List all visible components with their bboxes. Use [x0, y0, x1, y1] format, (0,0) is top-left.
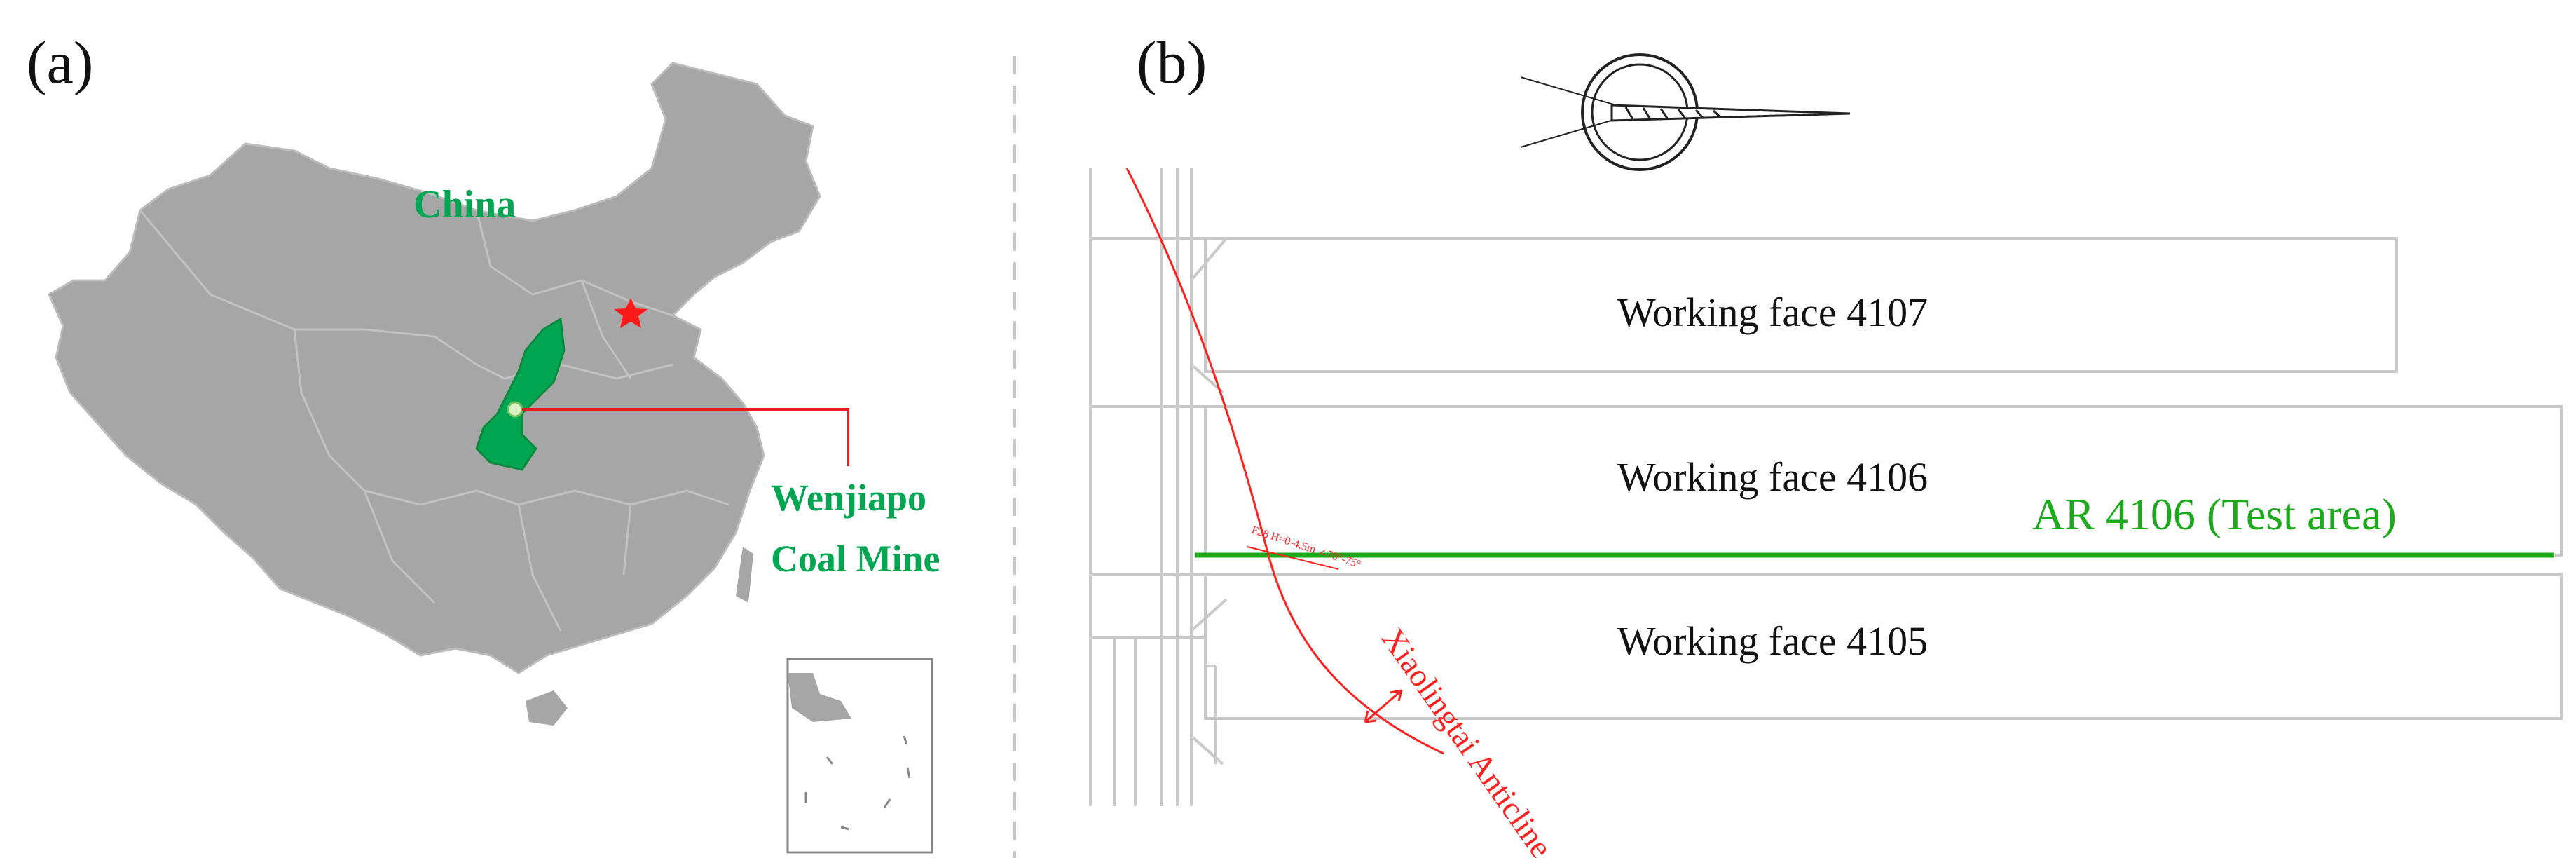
leader-line — [522, 408, 849, 466]
south-china-sea-inset — [786, 658, 933, 854]
taiwan-island — [736, 547, 753, 603]
working-face-4105: Working face 4105 — [1204, 573, 2563, 720]
site-label-line1: Wenjiapo — [771, 477, 926, 519]
mine-location-marker — [507, 401, 523, 418]
panel-b-label: (b) — [1137, 29, 1207, 96]
working-face-4106: Working face 4106 — [1204, 405, 2563, 557]
panel-a: (a) China Wenjiapo Coal Mine — [27, 29, 940, 854]
panel-a-label: (a) — [27, 29, 93, 96]
country-label: China — [413, 183, 516, 226]
test-area-label: AR 4106 (Test area) — [2032, 489, 2397, 539]
working-face-4105-label: Working face 4105 — [1617, 618, 1928, 664]
china-map-shape — [48, 62, 821, 674]
shaanxi-province-highlight — [475, 317, 566, 471]
working-face-4107-label: Working face 4107 — [1617, 290, 1928, 335]
anticline-label: Xiaolingtai Anticline — [1375, 621, 1560, 858]
working-face-4106-label: Working face 4106 — [1617, 454, 1928, 500]
working-face-4107: Working face 4107 — [1204, 237, 2398, 373]
main-roadways — [1089, 168, 1228, 806]
fault-line — [1125, 168, 1444, 755]
hainan-island — [526, 690, 568, 726]
fault-tick — [1247, 546, 1339, 570]
panel-b: (b) — [1089, 29, 2563, 858]
site-label-line2: Coal Mine — [771, 538, 940, 580]
north-arrow-icon — [1520, 53, 1851, 171]
anticline-symbol — [1364, 689, 1403, 723]
red-star-icon — [614, 298, 648, 328]
